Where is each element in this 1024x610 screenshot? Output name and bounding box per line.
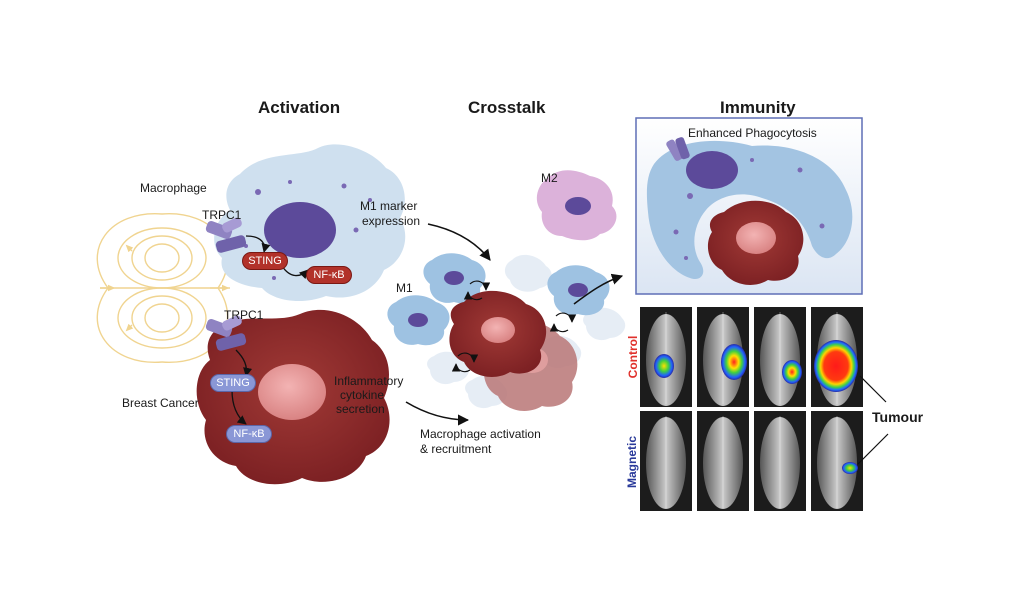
- crosstalk-exchange-arrows: [451, 280, 577, 373]
- macrophage-label: Macrophage: [140, 181, 207, 195]
- m1-marker-line2: expression: [362, 214, 421, 228]
- control-label: Control: [626, 335, 640, 379]
- cancer-nucleus: [258, 364, 326, 420]
- magnetic-label: Magnetic: [625, 436, 639, 489]
- trpc1-label-bottom: TRPC1: [224, 308, 264, 322]
- cytokine-line1: Inflammatory: [334, 374, 404, 388]
- mouse-imaging-grid: [640, 307, 889, 511]
- heading-activation: Activation: [258, 98, 341, 117]
- macrophage-activation-line2: & recruitment: [420, 442, 492, 456]
- trpc1-label-top: TRPC1: [202, 208, 242, 222]
- macrophage-activation-line1: Macrophage activation: [420, 427, 541, 441]
- m1-macrophages: [387, 253, 610, 346]
- heading-immunity: Immunity: [720, 98, 796, 117]
- m1-label: M1: [396, 281, 413, 295]
- tumour-signal-control-4: [814, 340, 858, 392]
- tumour-signal-control-3: [782, 360, 802, 384]
- m2-macrophage: [536, 170, 617, 241]
- phagocytosis-title: Enhanced Phagocytosis: [688, 126, 817, 140]
- cytokine-line2: cytokine: [340, 388, 385, 402]
- sting-badge-bottom: STING: [210, 374, 256, 392]
- sting-badge-top: STING: [242, 252, 288, 270]
- phagocytosis-panel: [635, 117, 863, 295]
- tumour-signal-magnetic-4: [842, 462, 858, 474]
- macrophage-nucleus: [264, 202, 336, 258]
- m1-marker-line1: M1 marker: [360, 199, 418, 213]
- crosstalk-main-arrows: [405, 223, 624, 426]
- m2-label: M2: [541, 171, 558, 185]
- nfkb-badge-top: NF-κB: [306, 266, 352, 284]
- breast-cancer-label: Breast Cancer: [122, 396, 199, 410]
- tumour-signal-control-1: [654, 354, 674, 378]
- heading-crosstalk: Crosstalk: [468, 98, 546, 117]
- tumour-signal-control-2: [721, 344, 747, 380]
- activation-signal-arrows: [231, 235, 309, 425]
- trpc1-receptor-bottom: [205, 315, 247, 351]
- nfkb-badge-bottom: NF-κB: [226, 425, 272, 443]
- trpc1-receptor-top: [205, 217, 247, 253]
- panel-trpc1-receptor: [666, 137, 690, 161]
- tumour-label: Tumour: [872, 409, 924, 425]
- cytokine-line3: secretion: [336, 402, 385, 416]
